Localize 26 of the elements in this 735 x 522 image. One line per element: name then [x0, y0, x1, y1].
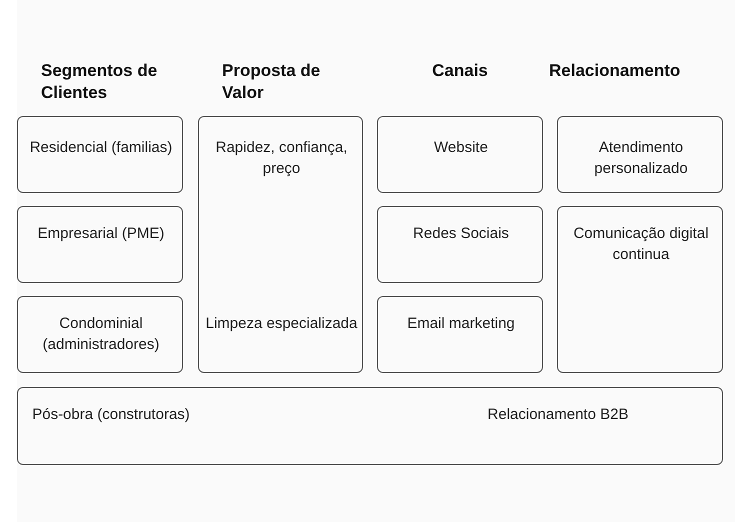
box-text: Atendimento personalizado	[593, 138, 689, 179]
canvas-box	[198, 116, 363, 373]
box-text: Empresarial (PME)	[36, 224, 166, 244]
canvas-box	[557, 116, 723, 193]
box-text: Relacionamento B2B	[486, 405, 630, 425]
canvas-box	[17, 206, 183, 283]
box-text: Comunicação digital continua	[572, 224, 710, 265]
box-text: Website	[433, 138, 489, 158]
box-text: Pós-obra (construtoras)	[31, 405, 191, 425]
column-heading: Segmentos de Clientes	[40, 60, 158, 104]
box-text: Limpeza especializada	[204, 314, 358, 334]
box-text: Email marketing	[406, 314, 516, 334]
canvas-box	[557, 206, 723, 373]
canvas-box	[17, 116, 183, 193]
box-text: Redes Sociais	[412, 224, 510, 244]
canvas-box	[377, 206, 543, 283]
canvas-box	[17, 387, 723, 465]
canvas-box	[377, 116, 543, 193]
canvas-box	[377, 296, 543, 373]
box-text: Residencial (familias)	[28, 138, 174, 158]
column-heading: Proposta de Valor	[221, 60, 322, 104]
canvas-box	[17, 296, 183, 373]
box-text: Condominial (administradores)	[42, 314, 160, 355]
box-text: Rapidez, confiança, preço	[214, 138, 348, 179]
column-heading: Canais	[431, 60, 489, 82]
column-heading: Relacionamento	[548, 60, 682, 82]
